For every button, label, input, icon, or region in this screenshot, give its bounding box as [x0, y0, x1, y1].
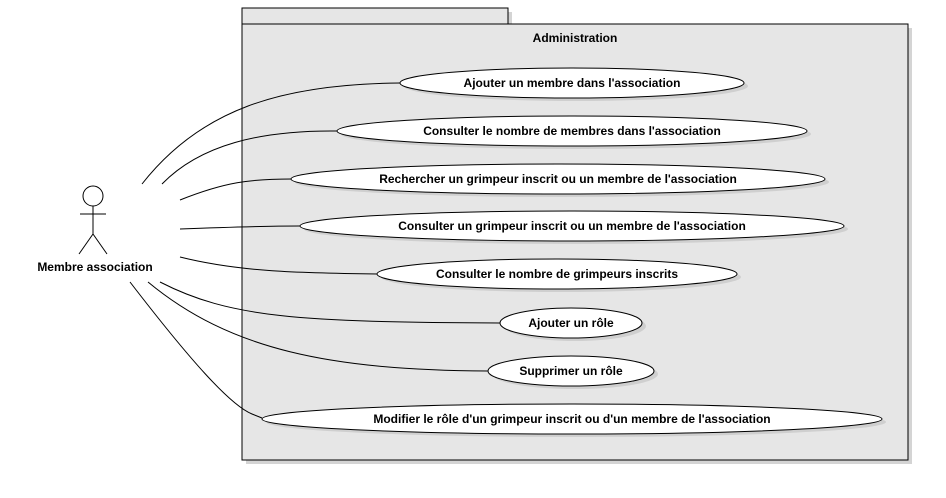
association-line: [179, 225, 301, 230]
use-case-3[interactable]: Rechercher un grimpeur inscrit ou un mem…: [290, 163, 826, 195]
use-case-ellipse: [499, 307, 643, 339]
use-case-ellipse: [399, 67, 745, 99]
association-line: [161, 130, 339, 185]
use-case-label: Consulter le nombre de membres dans l'as…: [423, 124, 721, 138]
use-case-label: Modifier le rôle d'un grimpeur inscrit o…: [373, 412, 770, 426]
package-tab: [241, 7, 509, 25]
use-case-4[interactable]: Consulter un grimpeur inscrit ou un memb…: [299, 210, 845, 242]
use-case-ellipse: [290, 163, 826, 195]
use-case-label: Rechercher un grimpeur inscrit ou un mem…: [379, 172, 737, 186]
use-case-label: Consulter le nombre de grimpeurs inscrit…: [436, 267, 678, 281]
actor-right-leg: [92, 233, 108, 255]
use-case-label: Supprimer un rôle: [519, 364, 623, 378]
association-line: [147, 281, 489, 372]
use-case-5[interactable]: Consulter le nombre de grimpeurs inscrit…: [376, 258, 738, 290]
association-line: [179, 256, 379, 275]
use-case-2[interactable]: Consulter le nombre de membres dans l'as…: [336, 115, 808, 147]
use-case-label: Ajouter un rôle: [528, 316, 614, 330]
actor-label: Membre association: [37, 260, 152, 274]
association-line: [179, 178, 293, 201]
package-title: Administration: [533, 31, 618, 45]
use-case-ellipse: [336, 115, 808, 147]
actor-left-leg: [78, 233, 94, 255]
actor-head: [82, 185, 104, 207]
use-case-8[interactable]: Modifier le rôle d'un grimpeur inscrit o…: [261, 403, 883, 435]
use-case-ellipse: [376, 258, 738, 290]
use-case-label: Ajouter un membre dans l'association: [464, 76, 681, 90]
association-line: [129, 281, 263, 419]
actor-stick-figure[interactable]: [78, 185, 108, 255]
associations: [129, 82, 501, 419]
use-case-ellipse: [487, 355, 655, 387]
use-case-label: Consulter un grimpeur inscrit ou un memb…: [398, 219, 746, 233]
association-line: [141, 82, 401, 185]
association-line: [159, 281, 501, 324]
use-case-ellipse: [299, 210, 845, 242]
use-case-6[interactable]: Ajouter un rôle: [499, 307, 643, 339]
use-case-1[interactable]: Ajouter un membre dans l'association: [399, 67, 745, 99]
use-case-ellipse: [261, 403, 883, 435]
use-case-7[interactable]: Supprimer un rôle: [487, 355, 655, 387]
